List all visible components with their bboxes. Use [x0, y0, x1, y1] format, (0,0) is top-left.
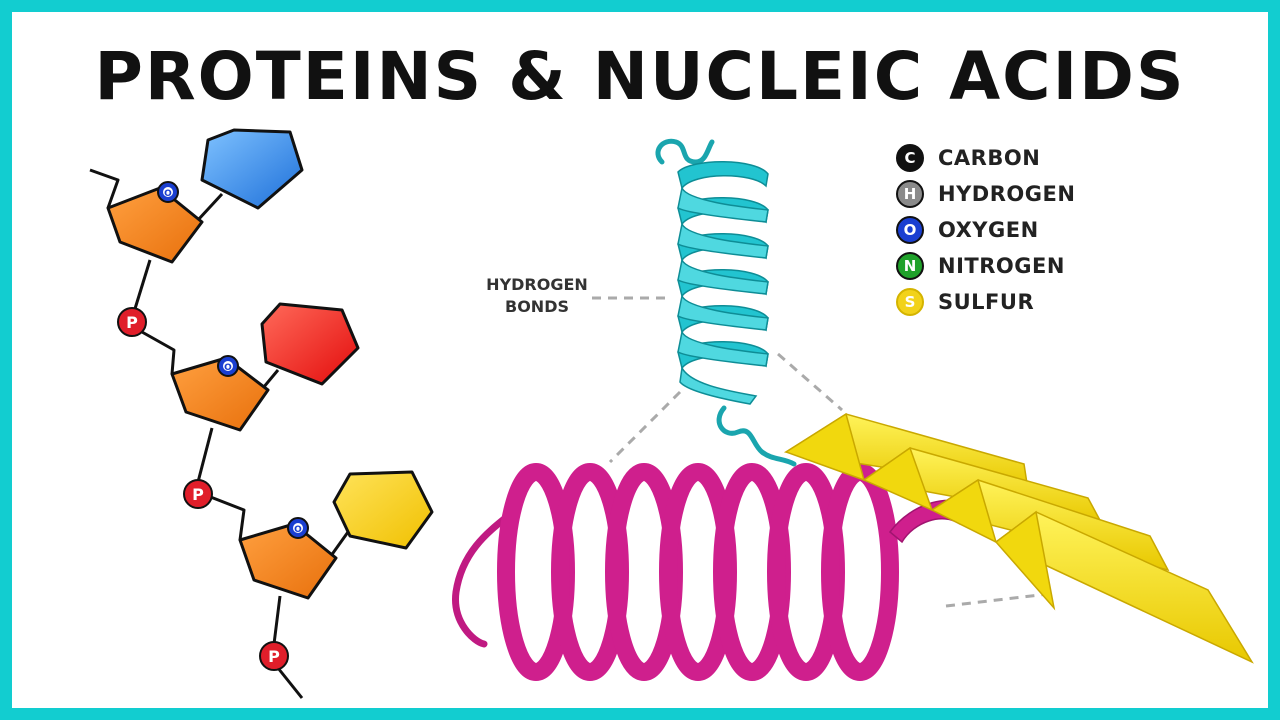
- nitrogen-atom-icon: N: [896, 252, 924, 280]
- oxygen-atom: O: [217, 355, 239, 377]
- page-title: PROTEINS & NUCLEIC ACIDS: [94, 38, 1186, 115]
- helix-coils: [497, 463, 899, 681]
- hydrogen-bonds-label-line2: BONDS: [505, 297, 569, 316]
- helix-n-terminus: [655, 138, 715, 165]
- illustration-frame: PROTEINS & NUCLEIC ACIDS: [12, 12, 1268, 708]
- hydrogen-bonds-label: HYDROGEN BONDS: [474, 274, 600, 318]
- atom-legend: C CARBON H HYDROGEN O OXYGEN N NITROGEN …: [896, 140, 1116, 320]
- nucleic-acid-strand: [89, 128, 434, 699]
- legend-row-oxygen: O OXYGEN: [896, 212, 1116, 248]
- beta-sheet: [783, 412, 1254, 664]
- svg-text:O: O: [164, 189, 172, 199]
- callout-lines: [592, 296, 1049, 608]
- beta-strand: [994, 510, 1254, 664]
- helix-c-terminus: [716, 405, 797, 467]
- nucleotide-3: [207, 470, 434, 699]
- legend-row-carbon: C CARBON: [896, 140, 1116, 176]
- legend-row-nitrogen: N NITROGEN: [896, 248, 1116, 284]
- oxygen-atom: O: [287, 517, 309, 539]
- svg-text:O: O: [224, 363, 232, 373]
- zoom-line-right: [777, 352, 843, 412]
- nucleotide-2: [141, 302, 360, 483]
- helix-tail: [452, 512, 512, 648]
- helix-turns: [677, 161, 769, 370]
- phosphate-atom: P: [117, 307, 147, 337]
- hydrogen-atom-icon: H: [896, 180, 924, 208]
- carbon-atom-icon: C: [896, 144, 924, 172]
- sugar-ring-orange: [106, 186, 204, 264]
- zoom-line-sheet: [945, 592, 1049, 608]
- nucleotide-1: [89, 128, 304, 313]
- svg-text:P: P: [268, 647, 280, 666]
- legend-row-sulfur: S SULFUR: [896, 284, 1116, 320]
- legend-label: SULFUR: [938, 290, 1035, 314]
- legend-label: NITROGEN: [938, 254, 1065, 278]
- svg-text:P: P: [192, 485, 204, 504]
- illustration-canvas: O O O P P P: [89, 128, 1254, 699]
- phosphate-groups: P P P: [117, 307, 289, 671]
- svg-text:O: O: [294, 525, 302, 535]
- sugar-ring-orange: [238, 522, 338, 600]
- legend-label: OXYGEN: [938, 218, 1039, 242]
- zoom-line-left: [608, 390, 682, 464]
- hydrogen-bonds-label-line1: HYDROGEN: [486, 275, 588, 294]
- alpha-helix-large: [452, 463, 976, 681]
- sulfur-atom-icon: S: [896, 288, 924, 316]
- nitrogenous-base-blue: [200, 128, 304, 210]
- legend-row-hydrogen: H HYDROGEN: [896, 176, 1116, 212]
- phosphate-atom: P: [183, 479, 213, 509]
- legend-label: CARBON: [938, 146, 1041, 170]
- alpha-helix-small: [655, 138, 797, 467]
- helix-back-strands: [677, 185, 769, 405]
- oxygen-atoms: O O O: [157, 181, 309, 539]
- nitrogenous-base-red: [260, 302, 360, 386]
- nitrogenous-base-yellow: [332, 470, 434, 550]
- legend-label: HYDROGEN: [938, 182, 1076, 206]
- svg-text:P: P: [126, 313, 138, 332]
- phosphate-atom: P: [259, 641, 289, 671]
- oxygen-atom: O: [157, 181, 179, 203]
- sugar-ring-orange: [170, 356, 270, 432]
- oxygen-atom-icon: O: [896, 216, 924, 244]
